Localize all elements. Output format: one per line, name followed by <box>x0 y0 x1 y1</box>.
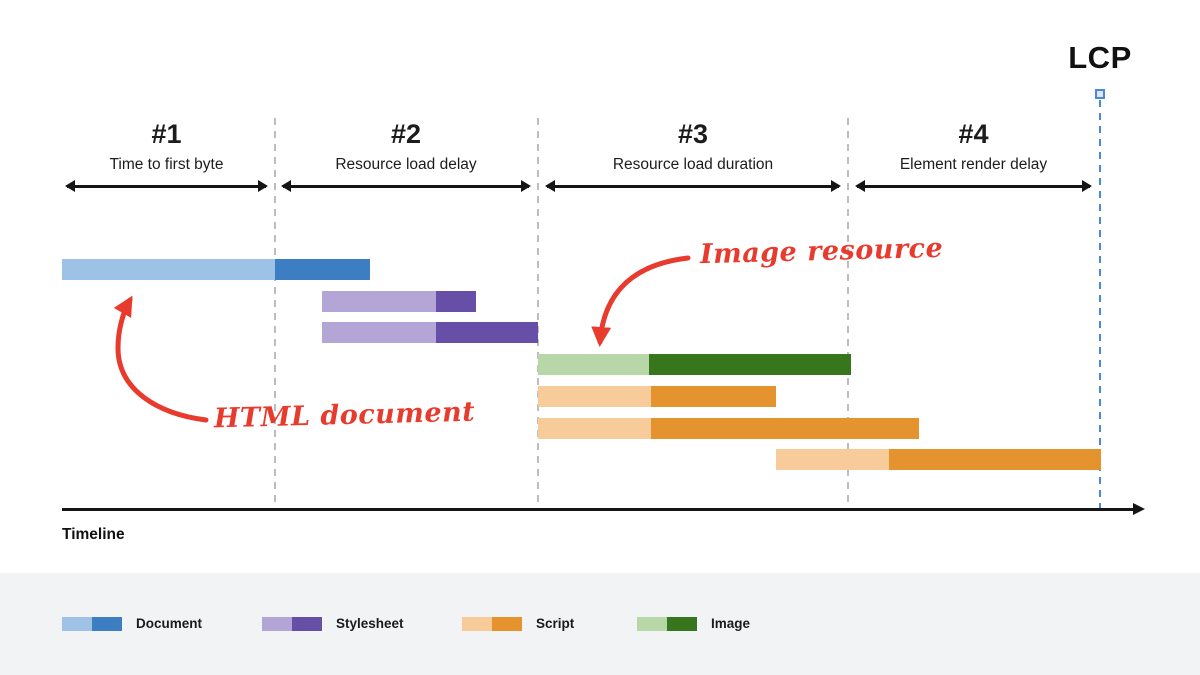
legend-swatch-image <box>637 616 697 631</box>
legend-swatch-stylesheet <box>262 616 322 631</box>
legend-swatch-script <box>462 616 522 631</box>
phase-number: #4 <box>958 119 989 149</box>
phase-range-arrow <box>855 180 1092 191</box>
bar-segment-light <box>322 291 436 312</box>
timeline-label: Timeline <box>62 526 125 543</box>
legend-swatch-document <box>62 616 122 631</box>
lcp-label: LCP <box>1068 40 1132 75</box>
phase-range-arrow <box>281 180 531 191</box>
resource-bar-stylesheet <box>322 291 476 312</box>
bar-segment-dark <box>889 449 1101 470</box>
lcp-dashed-line <box>1099 100 1101 510</box>
bar-segment-light <box>538 386 651 407</box>
bar-segment-light <box>322 322 436 343</box>
annotation-image-resource: Image resource <box>699 232 944 271</box>
lcp-line-handle <box>1095 89 1105 99</box>
bar-segment-dark <box>275 259 370 280</box>
phase-divider <box>537 118 539 510</box>
legend-label: Stylesheet <box>336 616 404 631</box>
swatch-dark <box>92 616 122 631</box>
resource-bar-script <box>538 418 919 439</box>
swatch-light <box>62 616 92 631</box>
resource-bar-document <box>62 259 370 280</box>
legend-label: Image <box>711 616 751 631</box>
legend-item-stylesheet: Stylesheet <box>262 616 404 631</box>
bar-segment-dark <box>436 291 476 312</box>
bar-segment-light <box>776 449 889 470</box>
bar-segment-light <box>538 354 649 375</box>
resource-bar-script <box>538 386 776 407</box>
swatch-light <box>462 616 492 631</box>
phase-label: Time to first byte <box>109 156 224 173</box>
phase-label: Resource load duration <box>612 156 774 173</box>
legend-label: Document <box>136 616 203 631</box>
bar-segment-dark <box>436 322 538 343</box>
resource-bar-script <box>776 449 1101 470</box>
bar-segment-dark <box>649 354 851 375</box>
resource-bar-image <box>538 354 851 375</box>
timeline-axis <box>62 503 1145 515</box>
legend-item-script: Script <box>462 616 574 631</box>
swatch-dark <box>292 616 322 631</box>
image-resource-arrow <box>591 255 691 347</box>
phase-divider <box>847 118 849 510</box>
phase-label: Resource load delay <box>335 156 477 173</box>
swatch-light <box>637 616 667 631</box>
phase-range-arrow <box>545 180 841 191</box>
legend-item-image: Image <box>637 616 750 631</box>
resource-bar-stylesheet <box>322 322 538 343</box>
legend: Document Stylesheet Script Image <box>0 573 1200 675</box>
legend-label: Script <box>536 616 575 631</box>
bar-segment-light <box>538 418 651 439</box>
phase-number: #1 <box>151 119 182 149</box>
bar-segment-dark <box>651 386 776 407</box>
phase-range-arrow <box>65 180 268 191</box>
swatch-light <box>262 616 292 631</box>
annotation-html-document: HTML document <box>213 396 476 435</box>
swatch-dark <box>492 616 522 631</box>
bar-segment-light <box>62 259 275 280</box>
swatch-dark <box>667 616 697 631</box>
phase-number: #3 <box>677 119 709 149</box>
phase-divider <box>274 118 276 510</box>
html-document-arrow <box>113 295 209 423</box>
phase-number: #2 <box>390 119 422 149</box>
legend-item-document: Document <box>62 616 202 631</box>
phase-label: Element render delay <box>899 156 1048 173</box>
bar-segment-dark <box>651 418 919 439</box>
